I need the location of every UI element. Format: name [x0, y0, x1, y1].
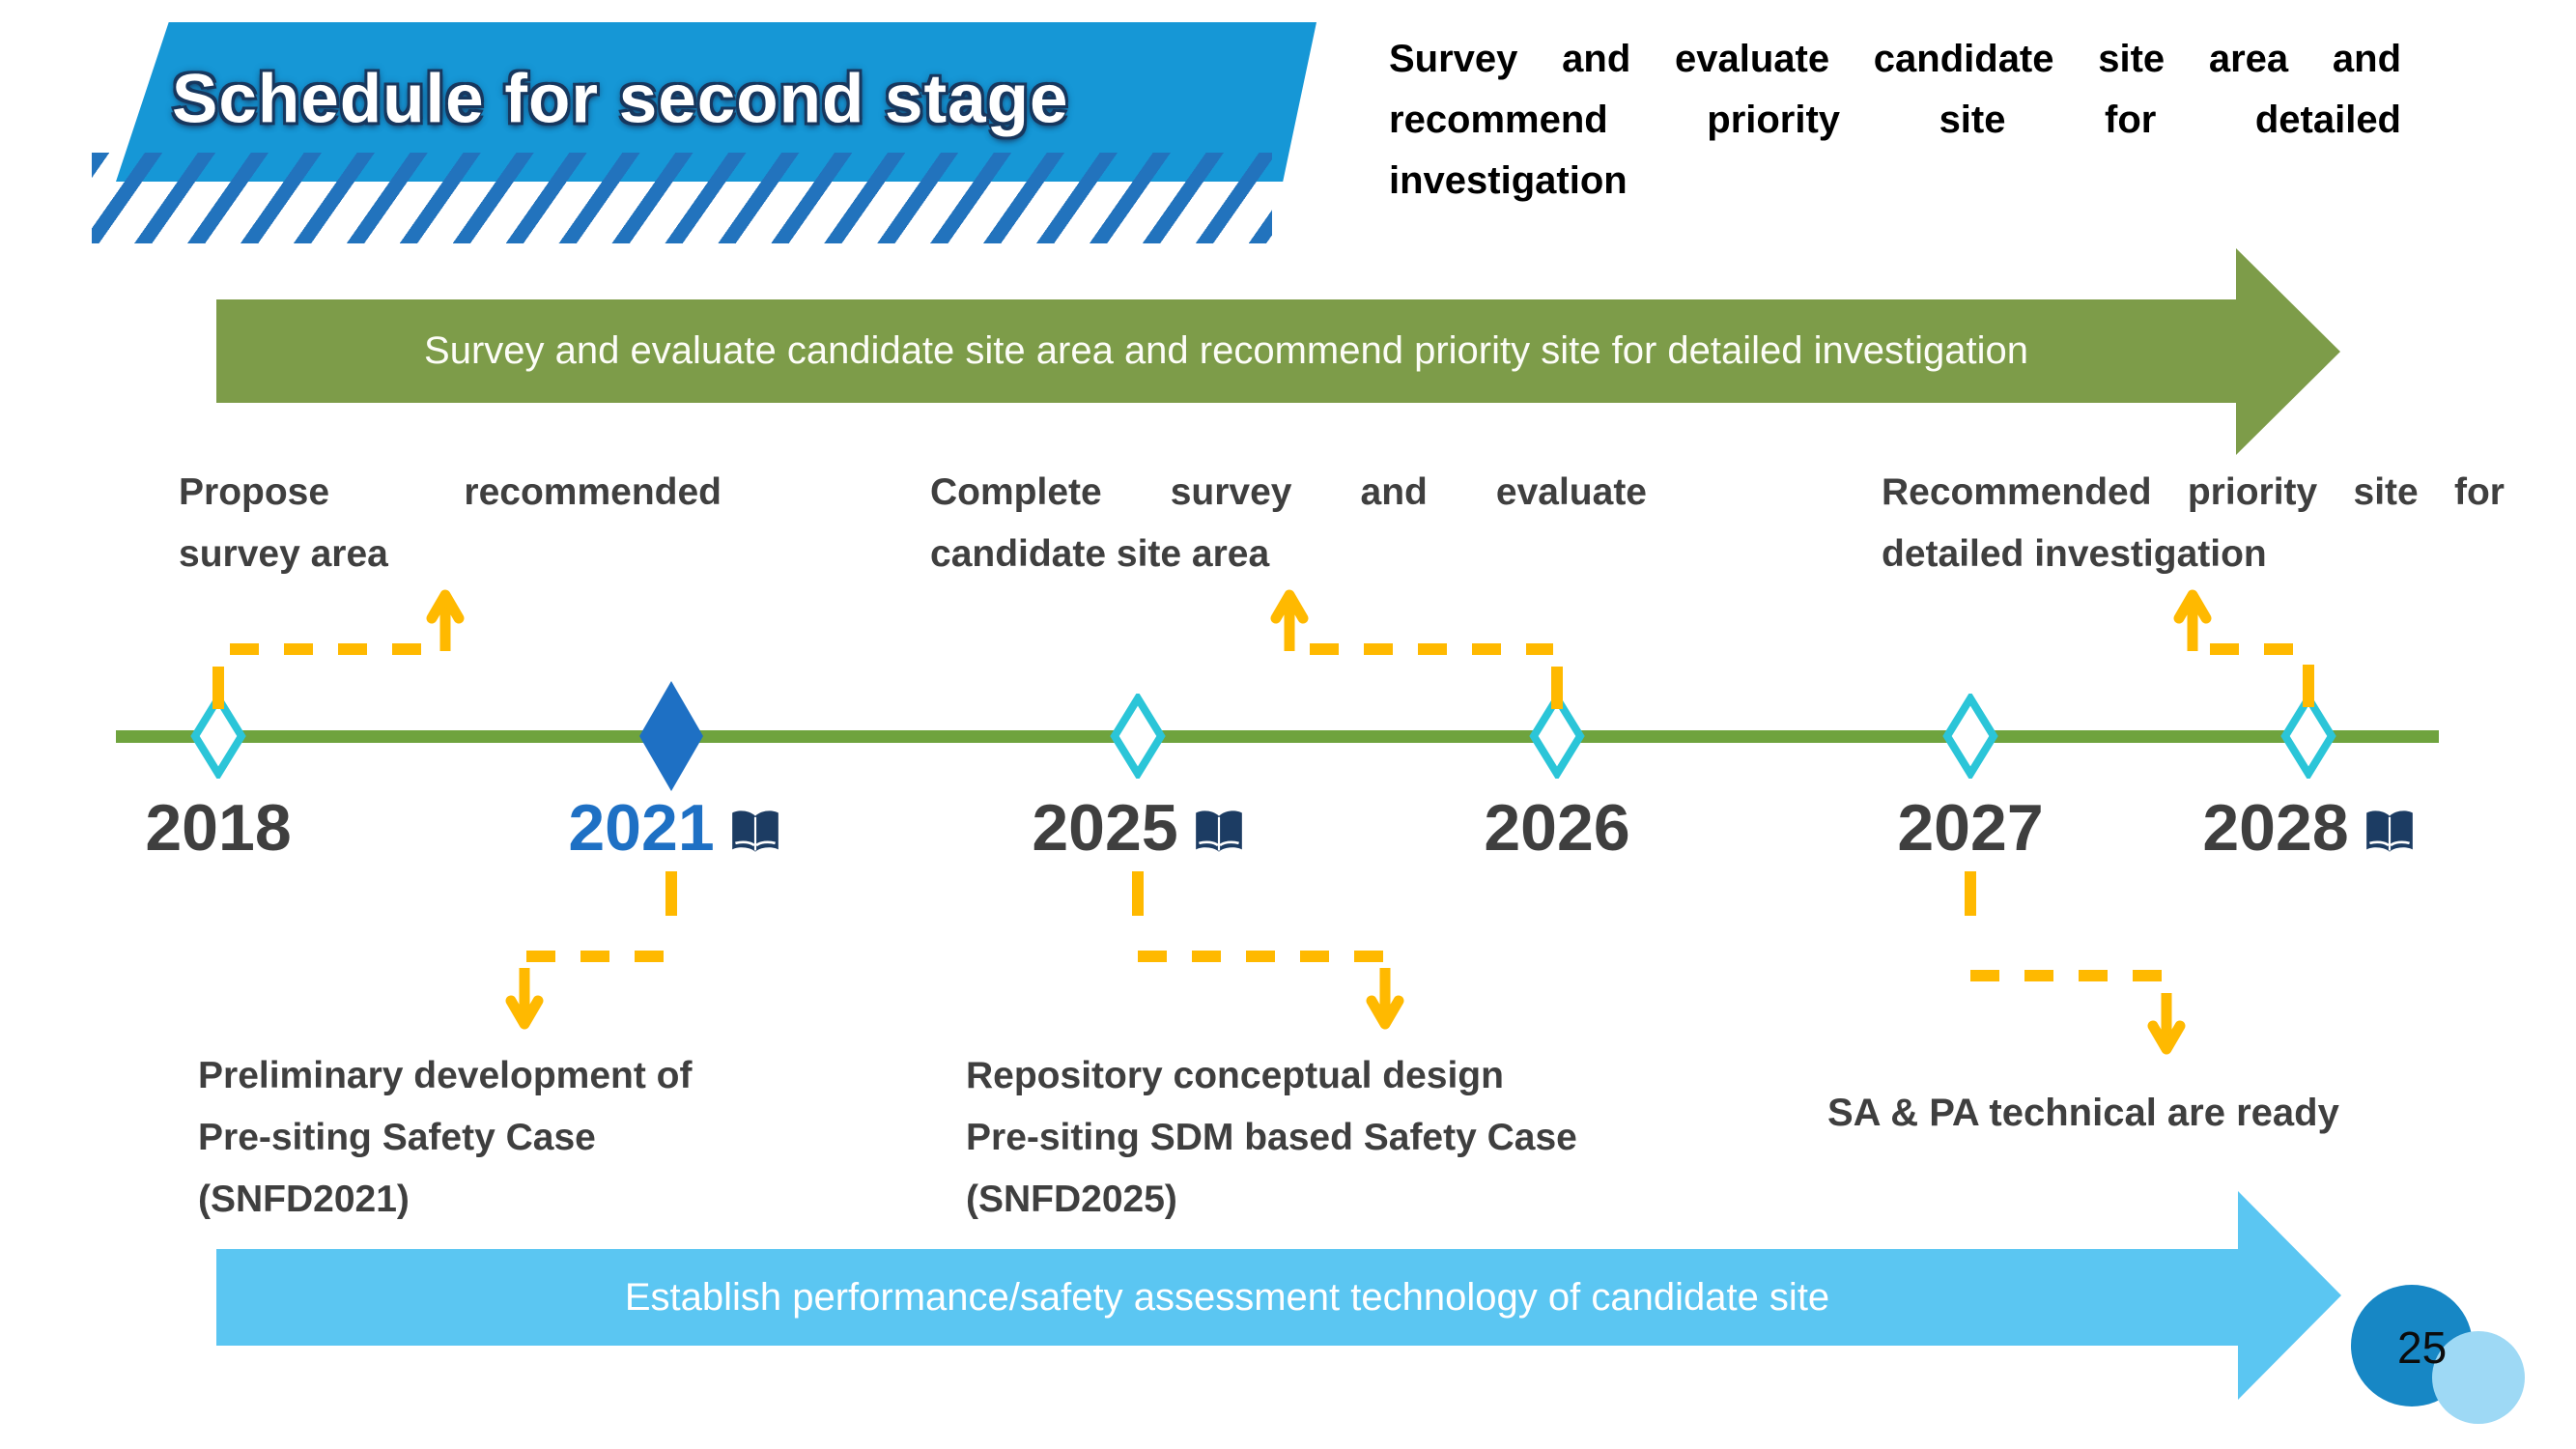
- annotation-line: detailed investigation: [1882, 533, 2267, 575]
- year-text: 2028: [2202, 791, 2349, 865]
- connector-dash: [1551, 667, 1563, 709]
- arrow-up-icon: [2173, 589, 2212, 651]
- year-text: 2027: [1897, 791, 2044, 865]
- year-label-2027: 2027: [1854, 790, 2086, 866]
- page-title: Schedule for second stage: [172, 60, 1069, 137]
- year-text: 2021: [568, 791, 715, 865]
- milestone-diamond-2028: [2280, 694, 2336, 779]
- milestone-diamond-2025: [1110, 694, 1166, 779]
- milestone-diamond-2018: [190, 694, 246, 779]
- year-label-2018: 2018: [102, 790, 334, 866]
- connector-dash: [1965, 871, 1976, 916]
- milestone-diamond-2026: [1529, 694, 1585, 779]
- heading-line: recommend priority site for detailed: [1389, 99, 2401, 141]
- heading-line: investigation: [1389, 159, 1628, 202]
- heading-line: Survey and evaluate candidate site area …: [1389, 38, 2401, 80]
- page-circle-light: [2432, 1331, 2525, 1424]
- book-icon: [1195, 810, 1242, 852]
- year-label-2026: 2026: [1441, 790, 1673, 866]
- connector-dash: [1310, 643, 1553, 655]
- year-label-2025: 2025: [993, 790, 1283, 866]
- book-icon: [2365, 810, 2413, 852]
- arrow-up-icon: [426, 589, 465, 651]
- connector-dash: [1132, 871, 1144, 916]
- top-arrow-banner: Survey and evaluate candidate site area …: [216, 299, 2236, 403]
- connector-dash: [665, 871, 677, 916]
- arrow-up-icon: [1270, 589, 1309, 651]
- book-icon: [731, 810, 778, 852]
- annotation-line: SA & PA technical are ready: [1827, 1092, 2339, 1134]
- year-text: 2018: [145, 791, 292, 865]
- connector-dash: [2210, 643, 2307, 655]
- timeline-line: [116, 730, 2439, 743]
- annotation-line: (SNFD2021): [198, 1179, 410, 1220]
- year-text: 2026: [1484, 791, 1630, 865]
- annotation-line: (SNFD2025): [966, 1179, 1177, 1220]
- arrow-down-icon: [1366, 968, 1404, 1030]
- annotation-propose-survey-area: Propose recommended survey area: [179, 462, 722, 585]
- annotation-sa-pa-ready: SA & PA technical are ready: [1827, 1082, 2446, 1144]
- connector-dash: [212, 667, 224, 709]
- milestone-diamond-2021: [639, 681, 703, 791]
- annotation-line: Recommended priority site for: [1882, 471, 2505, 513]
- annotation-complete-survey: Complete survey and evaluate candidate s…: [930, 462, 1647, 585]
- annotation-line: Propose recommended: [179, 471, 722, 513]
- top-arrow-banner-label: Survey and evaluate candidate site area …: [424, 329, 2028, 372]
- bottom-arrow-banner-label: Establish performance/safety assessment …: [624, 1275, 1830, 1319]
- bottom-arrow-head: [2238, 1191, 2341, 1400]
- annotation-line: candidate site area: [930, 533, 1270, 575]
- annotation-snfd2025: Repository conceptual design Pre-siting …: [966, 1045, 1661, 1231]
- year-text: 2025: [1032, 791, 1178, 865]
- heading: Survey and evaluate candidate site area …: [1389, 29, 2401, 212]
- year-label-2021: 2021: [529, 790, 819, 866]
- arrow-down-icon: [505, 968, 544, 1030]
- arrow-down-icon: [2147, 993, 2186, 1055]
- connector-dash: [526, 951, 673, 962]
- bottom-arrow-banner: Establish performance/safety assessment …: [216, 1249, 2238, 1346]
- connector-dash: [2303, 665, 2314, 707]
- annotation-line: Preliminary development of: [198, 1055, 693, 1096]
- year-label-2028: 2028: [2164, 790, 2453, 866]
- annotation-line: survey area: [179, 533, 388, 575]
- annotation-recommended-priority-site: Recommended priority site for detailed i…: [1882, 462, 2505, 585]
- top-arrow-head: [2236, 248, 2340, 455]
- connector-dash: [1970, 970, 2169, 981]
- page-number: 25: [2397, 1322, 2448, 1373]
- connector-dash: [1138, 951, 1387, 962]
- annotation-line: Pre-siting Safety Case: [198, 1117, 596, 1158]
- annotation-line: Repository conceptual design: [966, 1055, 1504, 1096]
- annotation-line: Complete survey and evaluate: [930, 471, 1647, 513]
- connector-dash: [230, 643, 435, 655]
- hatch-decoration: [92, 153, 1272, 243]
- milestone-diamond-2027: [1942, 694, 1998, 779]
- annotation-line: Pre-siting SDM based Safety Case: [966, 1117, 1577, 1158]
- annotation-snfd2021: Preliminary development of Pre-siting Sa…: [198, 1045, 797, 1231]
